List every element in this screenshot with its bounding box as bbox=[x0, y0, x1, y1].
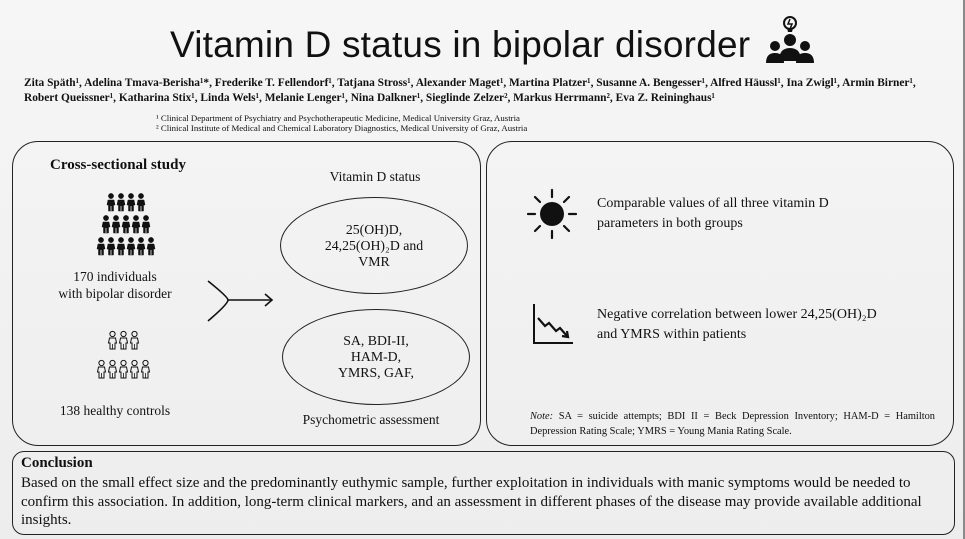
vitd-line-1: 25(OH)D, bbox=[345, 221, 403, 237]
vitd-heading: Vitamin D status bbox=[329, 169, 421, 184]
patient-figure-icon bbox=[116, 193, 126, 212]
patient-figure-icon bbox=[141, 215, 151, 234]
conclusion-text: Based on the small effect size and the p… bbox=[21, 475, 922, 528]
psych-line-3: YMRS, GAF, bbox=[338, 365, 414, 380]
control-figure-icon bbox=[107, 330, 118, 350]
patient-figure-icon bbox=[116, 237, 126, 256]
author-list: Zita Späth¹, Adelina Tmava-Berisha¹*, Fr… bbox=[24, 77, 916, 104]
affiliation-2: ² Clinical Institute of Medical and Chem… bbox=[156, 123, 528, 133]
conclusion-panel bbox=[12, 451, 955, 535]
finding-1: Comparable values of all three vitamin D… bbox=[597, 194, 927, 234]
abbreviation-note: Note: SA = suicide attempts; BDI II = Be… bbox=[530, 409, 935, 439]
study-panel bbox=[12, 141, 481, 446]
poster-title: Vitamin D status in bipolar disorder bbox=[170, 24, 751, 65]
patient-figure-icon bbox=[111, 215, 121, 234]
patient-figure-icon bbox=[136, 237, 146, 256]
conclusion-title: Conclusion bbox=[21, 455, 93, 471]
finding-2-line-1: Negative correlation between lower 24,25… bbox=[597, 307, 877, 322]
control-figure-icon bbox=[129, 359, 140, 379]
patient-figure-icon bbox=[96, 237, 106, 256]
patient-figure-icon bbox=[106, 193, 116, 212]
results-panel bbox=[486, 141, 954, 446]
finding-1-line-1: Comparable values of all three vitamin D bbox=[597, 196, 829, 211]
patient-figure-icon bbox=[126, 237, 136, 256]
psych-line-2: HAM-D, bbox=[350, 349, 402, 364]
controls-label: 138 healthy controls bbox=[59, 403, 171, 418]
finding-1-line-2: parameters in both groups bbox=[597, 216, 743, 231]
patient-figure-icon bbox=[146, 237, 156, 256]
patients-label-line-2: with bipolar disorder bbox=[58, 286, 172, 301]
control-figure-icon bbox=[140, 359, 151, 379]
affiliations: ¹ Clinical Department of Psychiatry and … bbox=[156, 113, 766, 133]
control-figure-icon bbox=[118, 359, 129, 379]
control-figure-icon bbox=[118, 330, 129, 350]
patients-label: 170 individuals with bipolar disorder bbox=[38, 268, 192, 302]
psych-ellipse: SA, BDI-II, HAM-D, YMRS, GAF, bbox=[282, 309, 470, 405]
controls-crowd-icon bbox=[95, 329, 155, 387]
patient-figure-icon bbox=[121, 215, 131, 234]
control-figure-icon bbox=[129, 330, 140, 350]
patient-figure-icon bbox=[131, 215, 141, 234]
finding-2: Negative correlation between lower 24,25… bbox=[597, 305, 947, 345]
study-title: Cross-sectional study bbox=[50, 157, 186, 173]
vitd-line-2: 24,25(OH)₂D and bbox=[324, 237, 424, 253]
patients-crowd-icon bbox=[95, 191, 159, 258]
patient-figure-icon bbox=[101, 215, 111, 234]
sun-icon bbox=[526, 188, 578, 240]
patient-figure-icon bbox=[106, 237, 116, 256]
psych-heading: Psychometric assessment bbox=[302, 412, 440, 427]
team-lightbulb-icon bbox=[764, 15, 816, 67]
finding-2-line-2: and YMRS within patients bbox=[597, 327, 747, 342]
note-text: SA = suicide attempts; BDI II = Beck Dep… bbox=[530, 411, 935, 437]
patient-figure-icon bbox=[136, 193, 146, 212]
affiliation-1: ¹ Clinical Department of Psychiatry and … bbox=[156, 113, 520, 123]
control-figure-icon bbox=[107, 359, 118, 379]
psych-line-1: SA, BDI-II, bbox=[343, 333, 409, 348]
control-figure-icon bbox=[96, 359, 107, 379]
patient-figure-icon bbox=[126, 193, 136, 212]
vitd-line-3: VMR bbox=[358, 253, 390, 269]
vitd-ellipse: 25(OH)D, 24,25(OH)₂D and VMR bbox=[280, 197, 468, 294]
patients-label-line-1: 170 individuals bbox=[73, 269, 157, 284]
branch-arrow-icon bbox=[206, 277, 276, 323]
declining-chart-icon bbox=[531, 302, 575, 346]
note-label: Note: bbox=[530, 411, 554, 422]
